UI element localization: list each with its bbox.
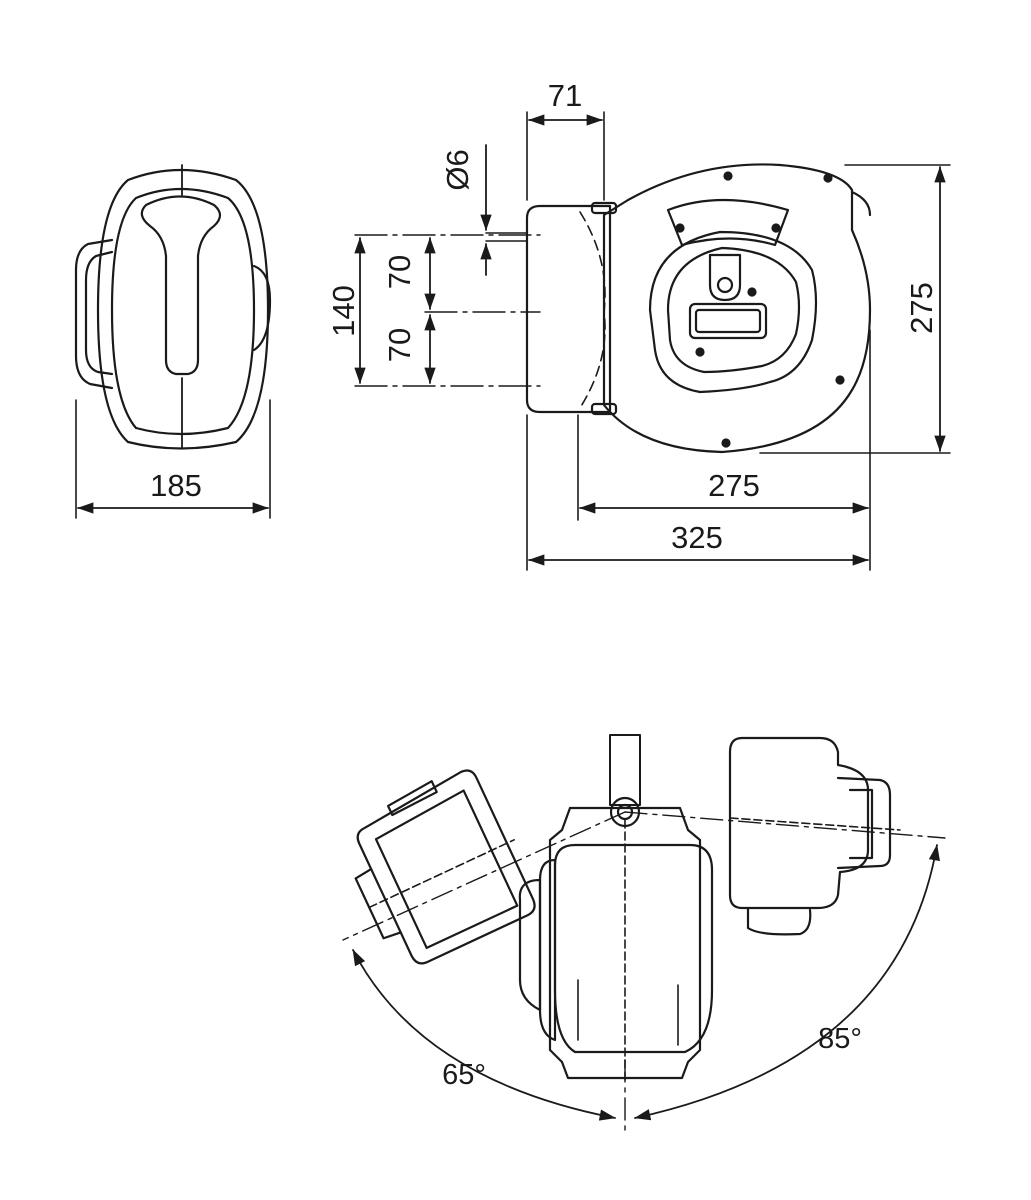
front-view: 185 xyxy=(74,164,272,519)
mount-upper-label: 70 xyxy=(382,255,417,289)
swivel-center-reel xyxy=(518,806,714,1083)
hose-diameter-label: Ø6 xyxy=(440,149,475,190)
left-swivel-angle-label: 65° xyxy=(442,1059,486,1091)
drum-width-label: 275 xyxy=(708,468,760,503)
right-swivel-angle-arc xyxy=(634,844,940,1121)
side-view: 140 70 70 Ø6 71 275 275 325 xyxy=(326,78,951,571)
right-swivel-angle-label: 85° xyxy=(818,1023,862,1055)
swivel-view: 65° 85° xyxy=(342,734,946,1131)
front-width-label: 185 xyxy=(150,468,202,503)
depth-top-label: 71 xyxy=(548,78,582,113)
mount-lower-label: 70 xyxy=(382,328,417,362)
swivel-left-reel xyxy=(354,769,536,965)
side-reel-body xyxy=(485,163,872,454)
total-width-label: 325 xyxy=(671,520,723,555)
height-label: 275 xyxy=(904,282,939,334)
left-swivel-angle-arc xyxy=(352,949,616,1121)
swivel-right-reel xyxy=(728,736,901,936)
front-reel-body xyxy=(74,164,272,450)
mount-total-label: 140 xyxy=(326,285,361,337)
